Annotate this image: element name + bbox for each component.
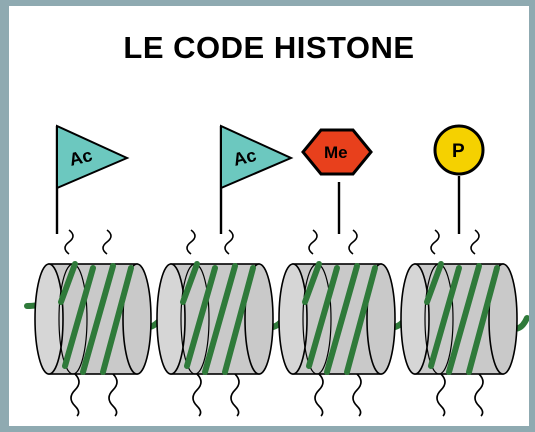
methyl-hexagon: Me xyxy=(301,128,373,234)
histone-tails-top xyxy=(64,229,480,255)
nucleosome-2 xyxy=(156,261,274,375)
nucleosome-3 xyxy=(278,261,396,375)
histone-code-diagram: Ac Ac Me P xyxy=(24,124,529,417)
phospho-circle: P xyxy=(433,124,485,234)
page-title: LE CODE HISTONE xyxy=(123,30,415,65)
histone-tails-bottom xyxy=(70,373,484,417)
phospho-label: P xyxy=(452,141,465,162)
acetyl-flag-2: Ac xyxy=(219,124,294,234)
nucleosome-4 xyxy=(400,261,518,375)
methyl-label: Me xyxy=(324,143,348,162)
nucleosome-1 xyxy=(34,261,152,375)
acetyl-flag-1: Ac xyxy=(55,124,130,234)
